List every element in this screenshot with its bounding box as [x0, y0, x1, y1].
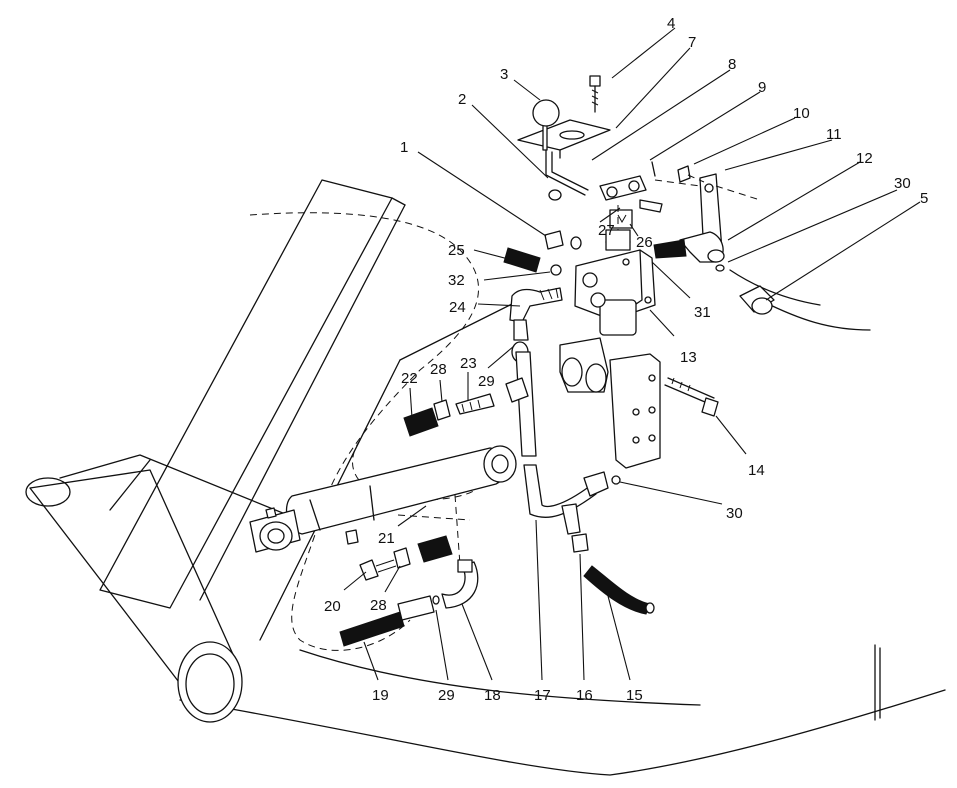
pipe-assembly [403, 351, 655, 615]
callout-20: 20 [324, 598, 341, 615]
callout-17: 17 [534, 687, 551, 704]
callout-27: 27 [598, 222, 615, 239]
callout-28-lower: 28 [370, 597, 387, 614]
callout-7: 7 [688, 34, 696, 51]
callout-22: 22 [401, 370, 418, 387]
callout-12: 12 [856, 150, 873, 167]
callout-8: 8 [728, 56, 736, 73]
callout-15: 15 [626, 687, 643, 704]
callout-30-lower: 30 [726, 505, 743, 522]
callout-3: 3 [500, 66, 508, 83]
lower-fittings [339, 535, 479, 647]
callout-23: 23 [460, 355, 477, 372]
hydraulic-cylinder [249, 445, 517, 553]
upper-fittings [503, 230, 582, 363]
callout-18: 18 [484, 687, 501, 704]
a-frame-structure [25, 179, 946, 776]
callout-30-upper: 30 [894, 175, 911, 192]
callout-labels: 1 2 3 4 5 7 8 9 10 11 12 13 14 15 16 17 … [324, 15, 928, 704]
callout-29-upper: 29 [478, 373, 495, 390]
callout-29-lower: 29 [438, 687, 455, 704]
control-valve [574, 229, 775, 336]
callout-9: 9 [758, 79, 766, 96]
mounting-bracket [559, 337, 719, 469]
control-lever-assembly [517, 75, 611, 201]
callout-26: 26 [636, 234, 653, 251]
callout-16: 16 [576, 687, 593, 704]
callout-5: 5 [920, 190, 928, 207]
callout-31: 31 [694, 304, 711, 321]
callout-11: 11 [826, 126, 842, 143]
callout-32: 32 [448, 272, 465, 289]
callout-24: 24 [449, 299, 466, 316]
leader-lines [343, 27, 921, 681]
callout-13: 13 [680, 349, 697, 366]
linkage-assembly [599, 161, 701, 240]
callout-19: 19 [372, 687, 389, 704]
callout-28-upper: 28 [430, 361, 447, 378]
callout-21: 21 [378, 530, 395, 547]
callout-10: 10 [793, 105, 810, 122]
callout-14: 14 [748, 462, 765, 479]
callout-2: 2 [458, 91, 466, 108]
callout-4: 4 [667, 15, 675, 32]
callout-25: 25 [448, 242, 465, 259]
callout-1: 1 [400, 139, 408, 156]
